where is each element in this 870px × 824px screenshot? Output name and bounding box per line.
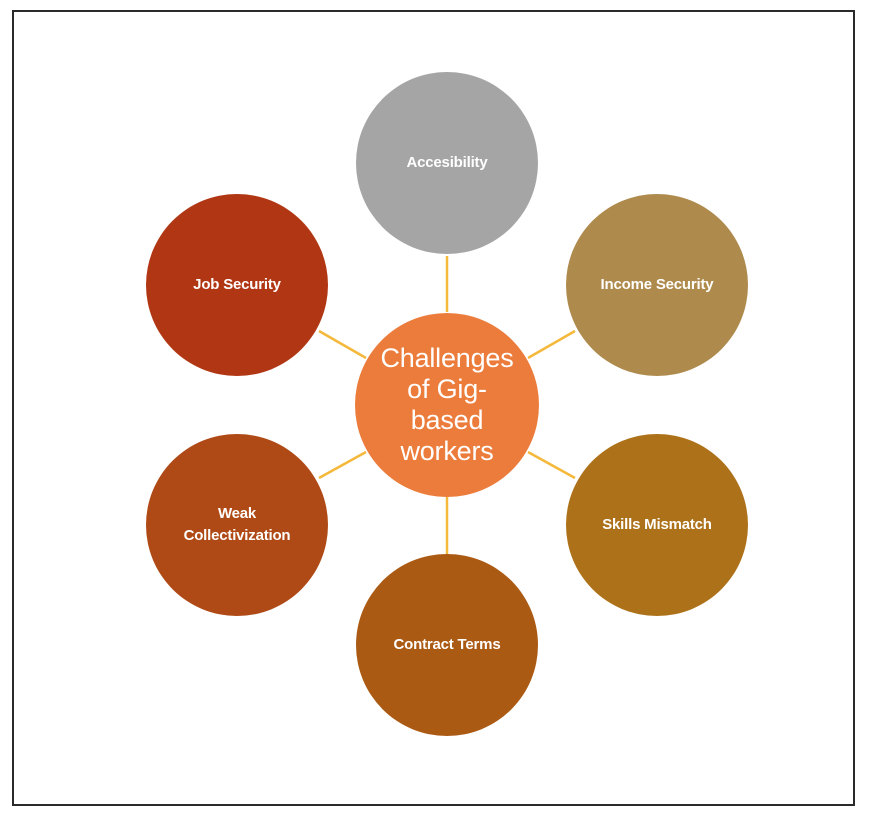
center-node-label: Challenges of Gig- based workers — [380, 343, 514, 466]
node-skills-mismatch: Skills Mismatch — [566, 434, 748, 616]
node-income-security: Income Security — [566, 194, 748, 376]
center-node-challenges: Challenges of Gig- based workers — [355, 313, 539, 497]
connector-income-security — [527, 329, 576, 360]
node-job-security: Job Security — [146, 194, 328, 376]
connector-job-security — [318, 329, 367, 360]
node-label: Income Security — [600, 276, 714, 293]
node-label: Weak Collectivization — [183, 505, 291, 544]
node-weak-collectivization: Weak Collectivization — [146, 434, 328, 616]
connector-skills-mismatch — [527, 450, 576, 480]
node-contract-terms: Contract Terms — [356, 554, 538, 736]
node-accesibility: Accesibility — [356, 72, 538, 254]
node-label: Skills Mismatch — [602, 516, 712, 533]
node-label: Accesibility — [406, 154, 488, 171]
node-label: Job Security — [193, 276, 281, 293]
node-label: Contract Terms — [393, 636, 501, 653]
connector-weak-collectivization — [318, 450, 367, 480]
